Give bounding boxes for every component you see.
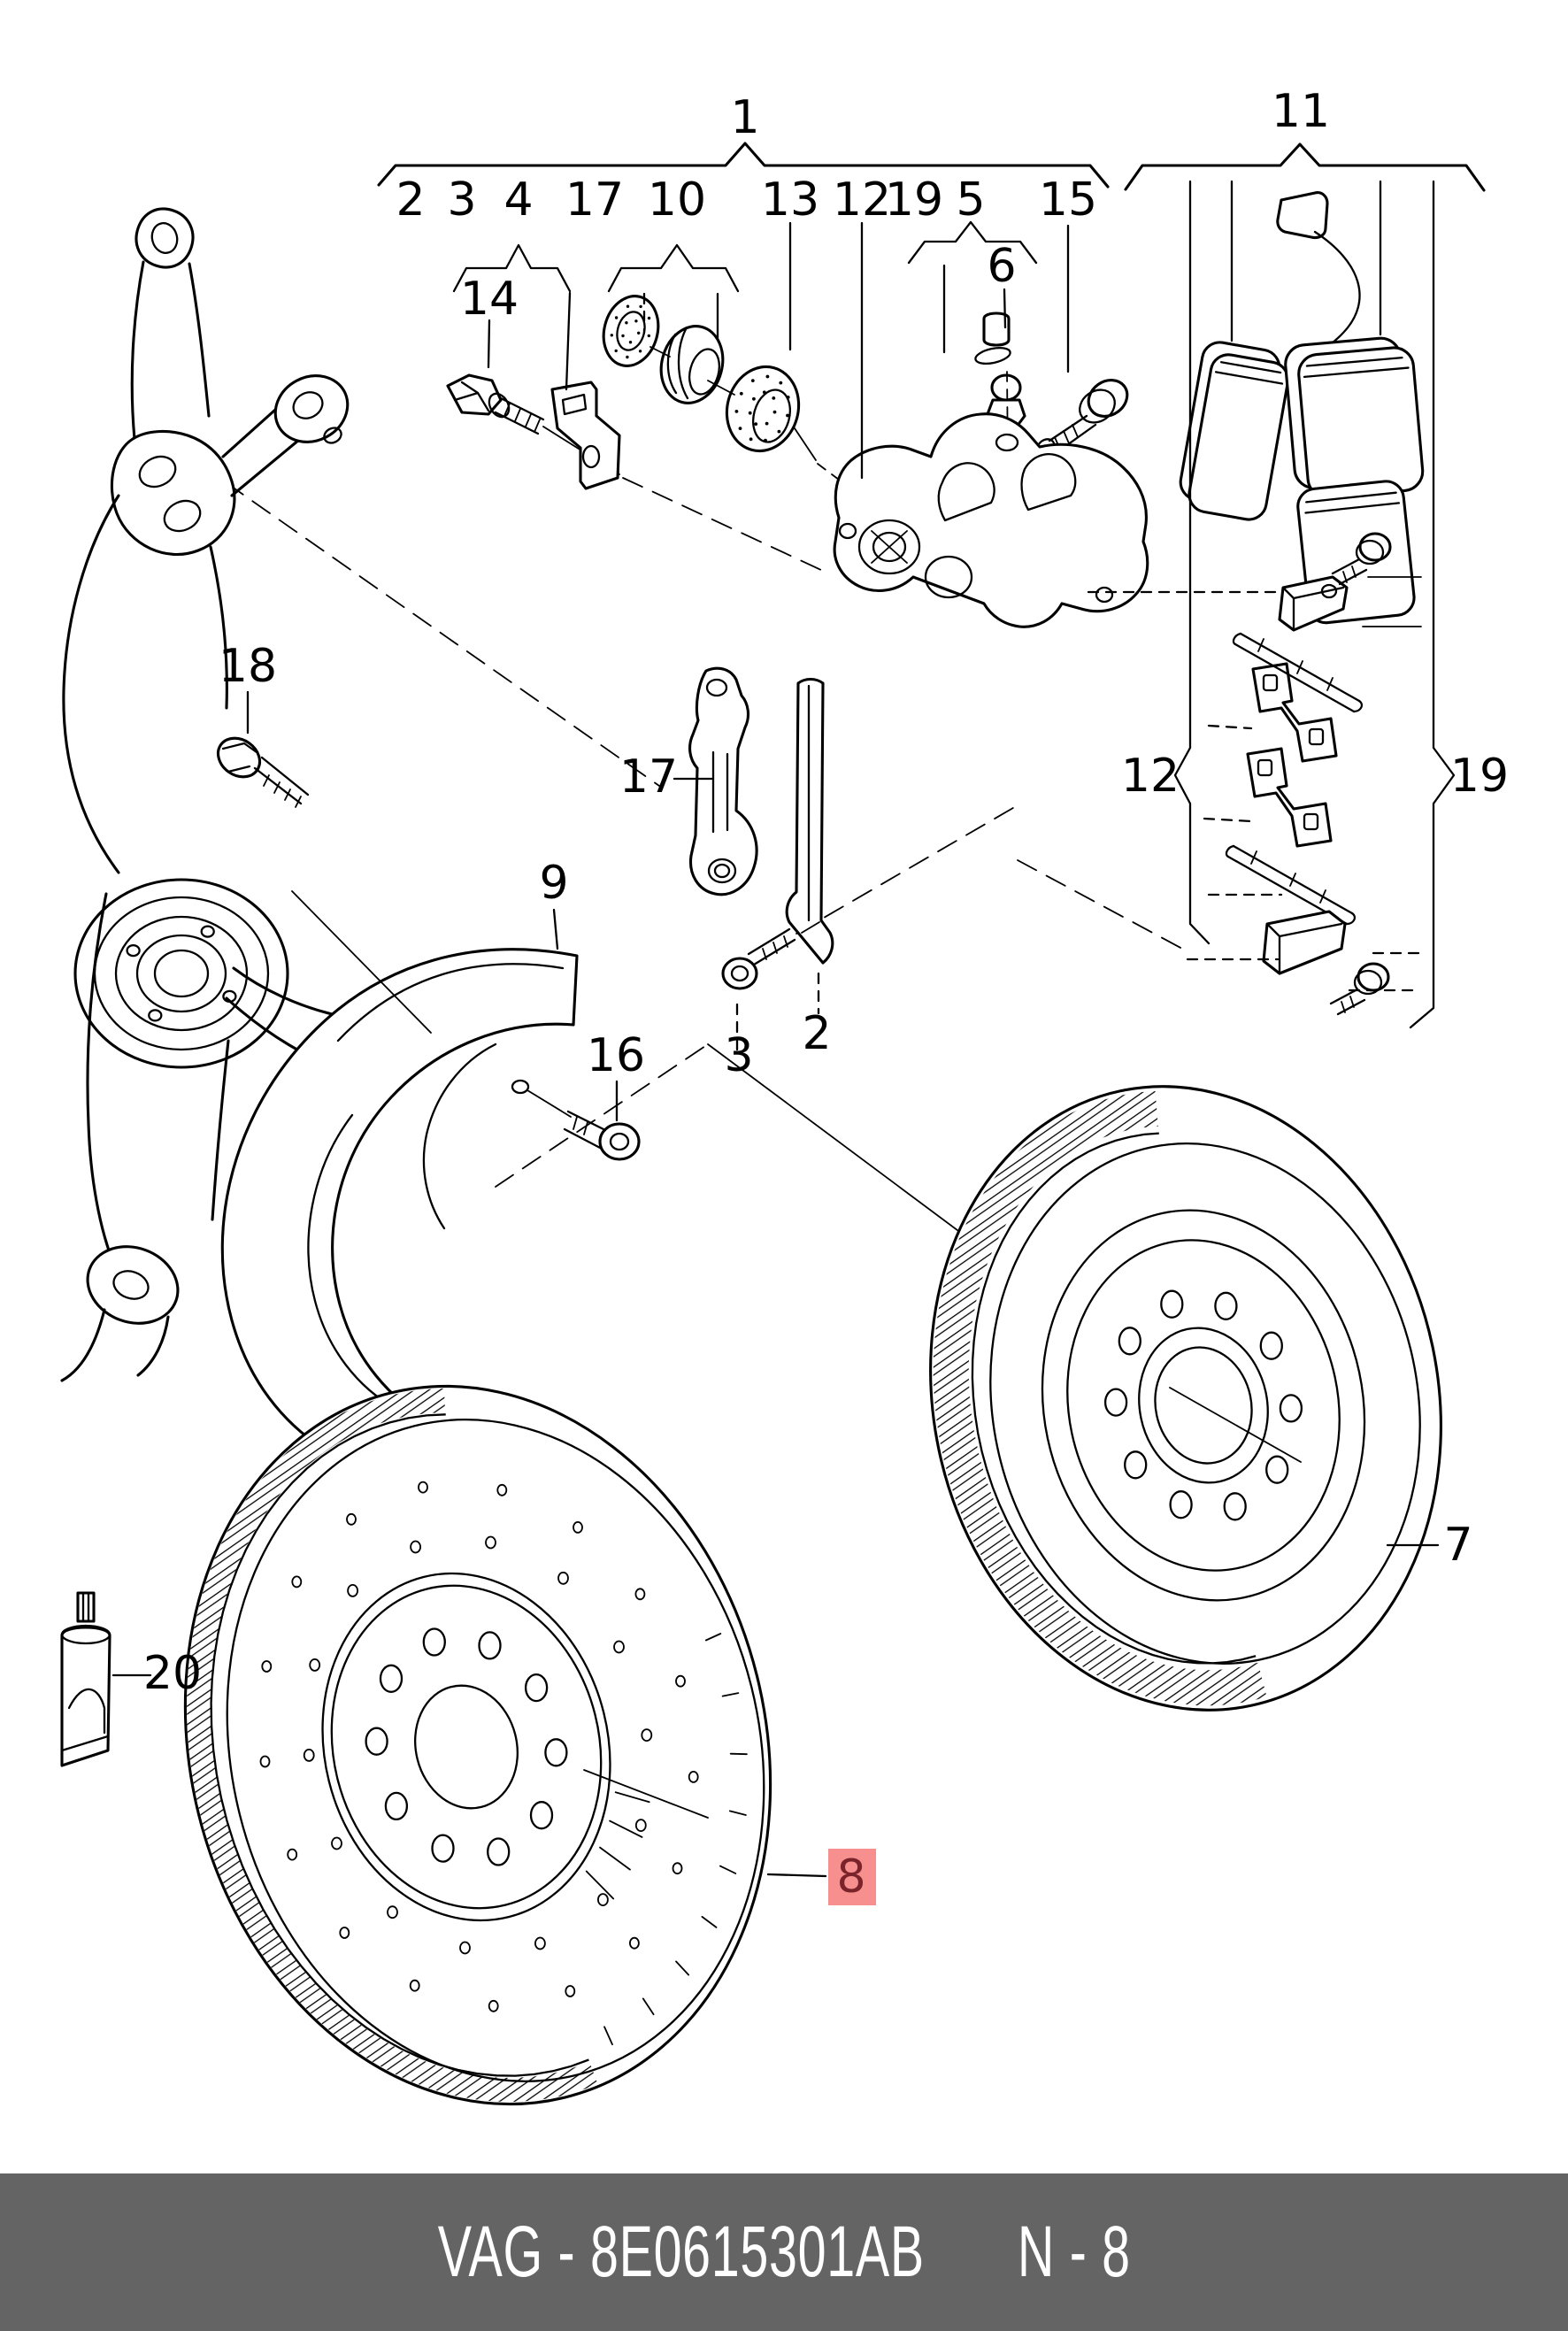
callout-12-kit[interactable]: 12 (1121, 750, 1180, 803)
caliper-carrier (688, 666, 758, 896)
guide-pin-2 (1225, 844, 1356, 926)
callout-16[interactable]: 16 (587, 1029, 645, 1082)
highlight-box[interactable] (828, 1849, 876, 1905)
bolt-16 (563, 1110, 641, 1161)
callout-17-mid[interactable]: 17 (619, 750, 678, 804)
callout-17-top[interactable]: 17 (565, 173, 624, 227)
callout-9[interactable]: 9 (539, 857, 568, 910)
callout-4[interactable]: 4 (503, 173, 533, 227)
guide-pin (1232, 632, 1363, 713)
bolt-14-and-bracket (446, 373, 621, 490)
brake-disc-front (126, 925, 772, 2106)
callout-15[interactable]: 15 (1039, 173, 1097, 227)
callout-5[interactable]: 5 (956, 173, 985, 227)
callout-20[interactable]: 20 (143, 1647, 202, 1700)
callout-13[interactable]: 13 (761, 173, 819, 227)
brake-pads (1179, 191, 1425, 625)
brake-caliper (833, 312, 1149, 628)
callout-3-top[interactable]: 3 (447, 173, 476, 227)
part-number: VAG - 8E0615301AB (437, 2212, 925, 2292)
footer-bar: VAG - 8E0615301AB N - 8 (0, 2173, 1568, 2331)
callout-6[interactable]: 6 (987, 240, 1016, 293)
callout-18[interactable]: 18 (219, 640, 277, 693)
callout-19-kit[interactable]: 19 (1450, 750, 1509, 803)
callout-1[interactable]: 1 (730, 91, 759, 144)
bolt-3 (721, 921, 820, 990)
pad-shim (785, 677, 834, 965)
callout-2-mid[interactable]: 2 (802, 1007, 831, 1060)
page-ref: N - 8 (1017, 2212, 1131, 2292)
callout-2-top[interactable]: 2 (396, 173, 425, 227)
piston-seal-parts (602, 295, 875, 507)
callout-labels: 1 2 3 4 17 10 13 12 19 5 15 14 6 11 18 1… (143, 85, 1509, 1905)
pad-hardware-kit (1225, 532, 1392, 1016)
callout-8-highlighted[interactable]: 8 (836, 1850, 865, 1904)
callout-11[interactable]: 11 (1272, 85, 1330, 138)
steering-knuckle (60, 207, 387, 1382)
grease-tube (60, 1591, 111, 1767)
footer-text: VAG - 8E0615301AB N - 8 (437, 2211, 1130, 2294)
brake-disc-rear (929, 1085, 1442, 1712)
callout-lines (111, 142, 1486, 1878)
callout-7[interactable]: 7 (1443, 1519, 1472, 1572)
callout-14[interactable]: 14 (460, 273, 519, 326)
callout-12-top[interactable]: 12 (833, 173, 891, 227)
callout-3-mid[interactable]: 3 (724, 1029, 753, 1082)
callout-10[interactable]: 10 (648, 173, 706, 227)
callout-19-top[interactable]: 19 (885, 173, 943, 227)
